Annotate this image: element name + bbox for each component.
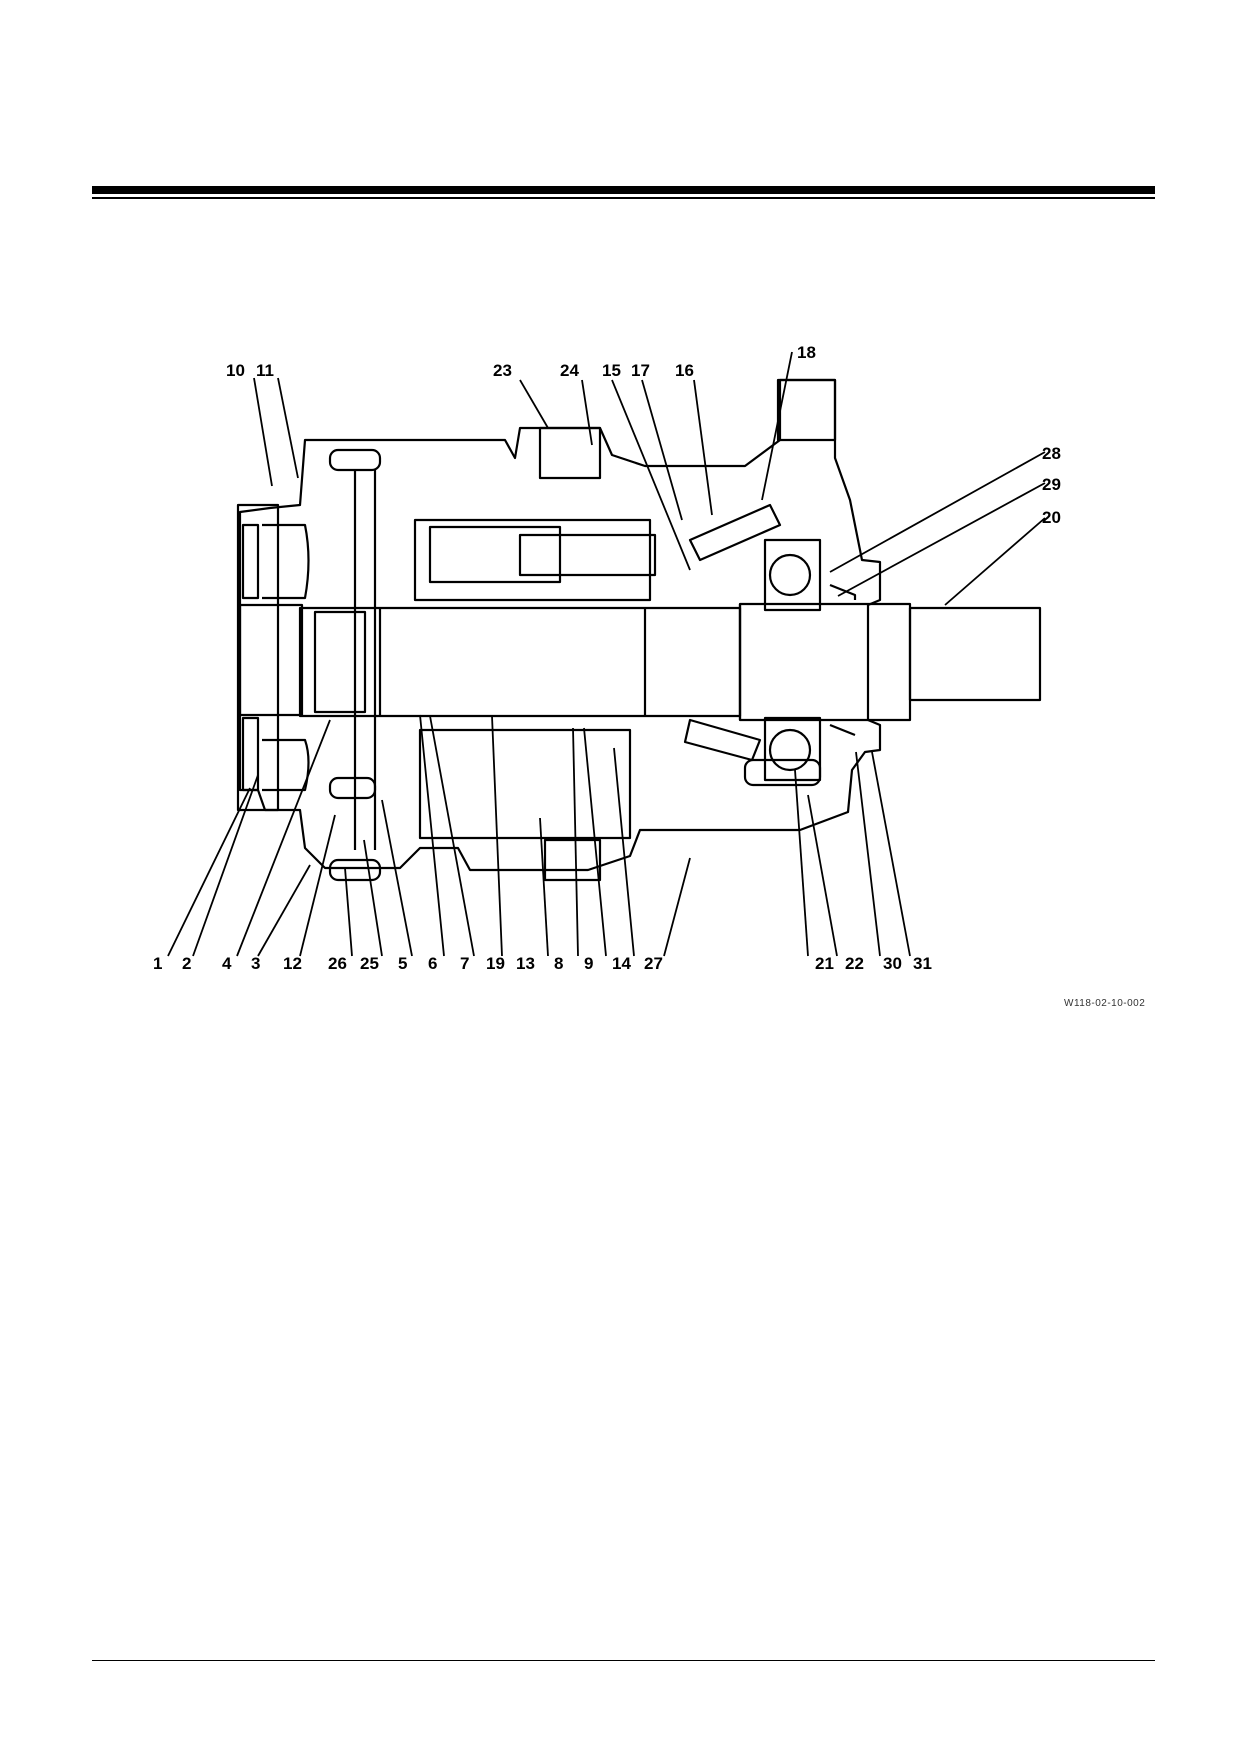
callout-18: 18 xyxy=(797,343,816,362)
callout-17: 17 xyxy=(631,361,650,380)
cylinder-block xyxy=(413,518,652,602)
callout-13: 13 xyxy=(516,954,535,973)
callout-9: 9 xyxy=(584,954,593,973)
callout-23: 23 xyxy=(493,361,512,380)
header-rule-thin xyxy=(92,197,1155,199)
callout-20: 20 xyxy=(1042,508,1061,527)
callout-14: 14 xyxy=(612,954,631,973)
callout-4: 4 xyxy=(222,954,232,973)
top-plug xyxy=(538,426,602,480)
callout-28: 28 xyxy=(1042,444,1061,463)
bottom-plug xyxy=(543,838,602,882)
callout-26: 26 xyxy=(328,954,347,973)
callout-31: 31 xyxy=(913,954,932,973)
callout-6: 6 xyxy=(428,954,437,973)
callout-7: 7 xyxy=(460,954,469,973)
callout-15: 15 xyxy=(602,361,621,380)
flange xyxy=(776,378,837,442)
callout-8: 8 xyxy=(554,954,563,973)
output-shaft xyxy=(908,606,1042,702)
swash-plate xyxy=(688,503,782,562)
callout-11: 11 xyxy=(256,361,274,380)
callout-2: 2 xyxy=(182,954,191,973)
figure-code: W118-02-10-002 xyxy=(1064,998,1146,1009)
bearing-lower xyxy=(768,728,812,772)
callout-27: 27 xyxy=(644,954,663,973)
footer-rule xyxy=(92,1660,1155,1661)
callout-24: 24 xyxy=(560,361,579,380)
callout-29: 29 xyxy=(1042,475,1061,494)
callout-21: 21 xyxy=(815,954,834,973)
port-lower xyxy=(262,738,310,792)
bearing-upper xyxy=(768,553,812,597)
callout-16: 16 xyxy=(675,361,694,380)
callout-12: 12 xyxy=(283,954,302,973)
callout-19: 19 xyxy=(486,954,505,973)
callout-25: 25 xyxy=(360,954,379,973)
callout-1: 1 xyxy=(153,954,162,973)
callout-30: 30 xyxy=(883,954,902,973)
callout-5: 5 xyxy=(398,954,407,973)
header-rule xyxy=(92,186,1155,194)
piston xyxy=(428,525,562,584)
callout-10: 10 xyxy=(226,361,245,380)
housing-outline xyxy=(238,378,882,872)
port-upper xyxy=(262,523,310,600)
shaft-stub xyxy=(738,602,912,722)
callout-22: 22 xyxy=(845,954,864,973)
end-cap xyxy=(236,503,280,812)
callout-3: 3 xyxy=(251,954,260,973)
